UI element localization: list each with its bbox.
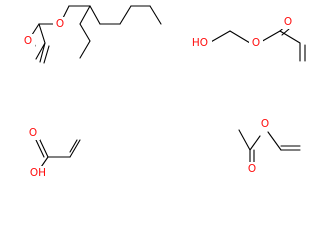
atom-mask <box>258 117 272 131</box>
bond <box>149 5 162 25</box>
atom-mask <box>281 15 295 29</box>
molecule-hydroxyethyl-acrylate: HO O O <box>190 15 306 62</box>
molecule-ethylhexyl-acrylate: O O <box>21 5 162 64</box>
ester-oxygen-label: O <box>261 118 269 130</box>
bond <box>229 30 251 44</box>
bond <box>35 42 46 60</box>
bond <box>249 135 261 151</box>
molecule-vinyl-acetate: O O <box>238 117 301 176</box>
structure-diagram: O O HO O O O OH <box>21 5 306 180</box>
double-bond <box>69 139 78 153</box>
double-bond <box>43 45 50 64</box>
molecule-acrylic-acid: O OH <box>26 126 81 180</box>
bond <box>119 5 132 25</box>
carbonyl-oxygen-label: O <box>284 16 292 28</box>
atom-mask <box>245 162 259 176</box>
carbonyl-oxygen-label: O <box>24 35 32 47</box>
bond <box>38 23 46 44</box>
atom-mask <box>26 126 40 140</box>
double-bond <box>281 28 290 36</box>
double-bond <box>35 139 45 158</box>
bond <box>69 139 81 158</box>
atom-mask <box>27 166 49 180</box>
hydroxyl-label: OH <box>30 167 46 179</box>
atom-mask <box>21 34 35 48</box>
bond <box>267 131 282 151</box>
atom-mask <box>190 36 212 50</box>
carbonyl-oxygen-label: O <box>248 163 256 175</box>
carbonyl-oxygen-label: O <box>29 127 37 139</box>
atom-mask <box>249 36 263 50</box>
bond <box>79 5 91 25</box>
bond <box>279 30 301 44</box>
bond <box>79 40 91 59</box>
bond <box>89 5 101 25</box>
bond <box>208 30 231 44</box>
double-bond <box>39 42 46 63</box>
ester-oxygen-label: O <box>252 37 260 49</box>
structure-canvas: O O HO O O O OH <box>21 5 306 180</box>
atom-mask <box>53 17 67 31</box>
bond <box>38 137 49 158</box>
ester-oxygen-label: O <box>56 18 64 30</box>
bond <box>238 129 251 151</box>
bond <box>79 23 91 42</box>
hydroxyl-label: HO <box>192 37 208 49</box>
